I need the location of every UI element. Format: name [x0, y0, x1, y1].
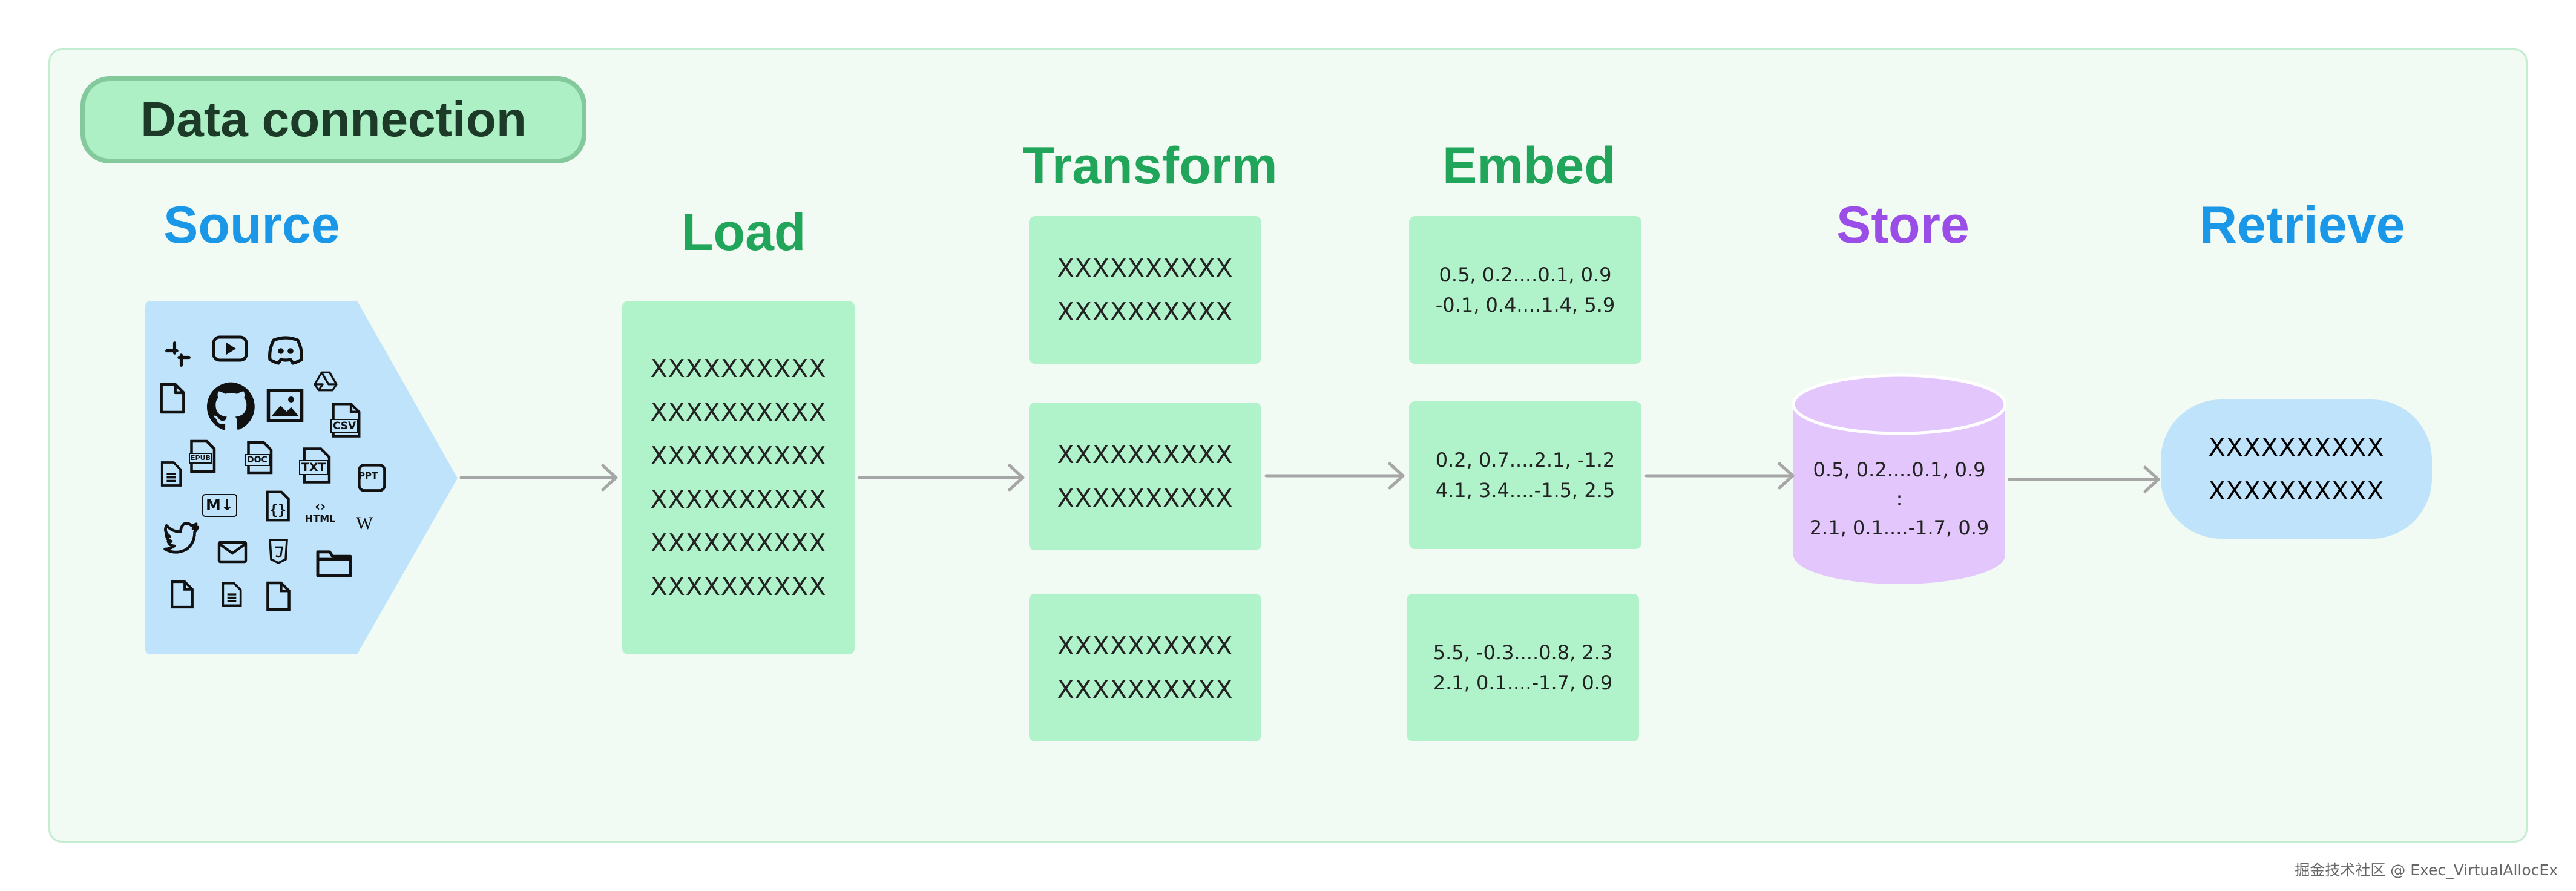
slack-icon [165, 341, 191, 367]
css-file-icon [269, 539, 288, 565]
store-line: : [1896, 487, 1903, 510]
heading-retrieve: Retrieve [2200, 196, 2405, 254]
retrieve-line: XXXXXXXXXX [2208, 433, 2385, 462]
folder-icon [316, 550, 352, 577]
load-document: XXXXXXXXXX XXXXXXXXXX XXXXXXXXXX XXXXXXX… [622, 301, 855, 654]
load-line: XXXXXXXXXX [650, 485, 827, 514]
epub-file-icon: EPUB [186, 438, 218, 475]
arrow-embed-to-store [1644, 462, 1795, 490]
vector-line: 5.5, -0.3....0.8, 2.3 [1433, 641, 1613, 664]
load-line: XXXXXXXXXX [650, 398, 827, 427]
chunk-line: XXXXXXXXXX [1057, 631, 1234, 660]
data-connection-panel [48, 48, 2528, 843]
chunk-line: XXXXXXXXXX [1057, 484, 1234, 513]
html-icon: ‹› HTML [305, 501, 335, 524]
discord-icon [268, 336, 303, 365]
file-icon [160, 383, 185, 414]
heading-transform: Transform [1023, 137, 1278, 195]
html-label: HTML [305, 513, 336, 524]
ppt-label: PPT [358, 470, 378, 481]
heading-embed: Embed [1442, 137, 1616, 195]
vector-line: -0.1, 0.4....1.4, 5.9 [1435, 294, 1615, 317]
csv-file-icon: CSV [327, 401, 366, 439]
json-file-icon: {} [266, 490, 290, 522]
store-line: 2.1, 0.1....-1.7, 0.9 [1809, 516, 1990, 539]
doc-file-icon: DOC [242, 439, 276, 476]
file-icon [171, 580, 194, 609]
document-icon [222, 582, 242, 607]
image-icon [266, 389, 304, 422]
csv-label: CSV [330, 419, 359, 433]
retrieve-result: XXXXXXXXXX XXXXXXXXXX [2161, 399, 2432, 539]
transform-chunk: XXXXXXXXXX XXXXXXXXXX [1029, 594, 1261, 741]
embedding-vector: 0.2, 0.7....2.1, -1.2 4.1, 3.4....-1.5, … [1409, 401, 1641, 549]
email-icon [217, 541, 248, 564]
arrow-store-to-retrieve [2008, 465, 2160, 493]
embedding-vector: 5.5, -0.3....0.8, 2.3 2.1, 0.1....-1.7, … [1407, 594, 1639, 741]
twitter-icon [163, 522, 200, 554]
chunk-line: XXXXXXXXXX [1057, 440, 1234, 469]
store-contents: 0.5, 0.2....0.1, 0.9 : 2.1, 0.1....-1.7,… [1793, 455, 2005, 542]
chunk-line: XXXXXXXXXX [1057, 254, 1234, 283]
retrieve-line: XXXXXXXXXX [2208, 476, 2385, 505]
store-line: 0.5, 0.2....0.1, 0.9 [1813, 458, 1986, 481]
load-line: XXXXXXXXXX [650, 528, 827, 557]
title-badge: Data connection [80, 76, 586, 163]
file-icon [266, 581, 291, 611]
chunk-line: XXXXXXXXXX [1057, 675, 1234, 704]
txt-file-icon: TXT [297, 446, 335, 485]
github-icon [206, 382, 255, 430]
transform-chunk: XXXXXXXXXX XXXXXXXXXX [1029, 403, 1261, 550]
code-brackets-icon: ‹› [315, 499, 326, 515]
heading-source: Source [163, 196, 340, 254]
vector-line: 4.1, 3.4....-1.5, 2.5 [1435, 479, 1615, 502]
transform-chunk: XXXXXXXXXX XXXXXXXXXX [1029, 216, 1261, 364]
arrow-transform-to-embed [1264, 462, 1405, 490]
heading-load: Load [682, 203, 806, 261]
doc-label: DOC [245, 454, 270, 466]
watermark: 掘金技术社区 @ Exec_VirtualAllocEx [2295, 861, 2558, 879]
txt-label: TXT [299, 460, 329, 475]
google-drive-icon [314, 371, 338, 392]
wikipedia-icon: W [356, 513, 373, 533]
load-line: XXXXXXXXXX [650, 572, 827, 601]
youtube-icon [212, 335, 248, 362]
svg-text:{}: {} [269, 501, 286, 518]
embedding-vector: 0.5, 0.2....0.1, 0.9 -0.1, 0.4....1.4, 5… [1409, 216, 1641, 364]
markdown-icon: M↓ [202, 494, 237, 517]
ppt-file-icon: PPT [353, 460, 389, 494]
epub-label: EPUB [189, 453, 212, 464]
arrow-source-to-load [459, 464, 618, 492]
arrow-load-to-transform [858, 464, 1025, 492]
vector-line: 0.5, 0.2....0.1, 0.9 [1439, 263, 1612, 286]
vector-line: 2.1, 0.1....-1.7, 0.9 [1433, 671, 1613, 694]
heading-store: Store [1836, 196, 1970, 254]
document-icon [160, 461, 182, 487]
load-line: XXXXXXXXXX [650, 354, 827, 383]
chunk-line: XXXXXXXXXX [1057, 297, 1234, 326]
vector-line: 0.2, 0.7....2.1, -1.2 [1435, 449, 1615, 472]
load-line: XXXXXXXXXX [650, 441, 827, 470]
